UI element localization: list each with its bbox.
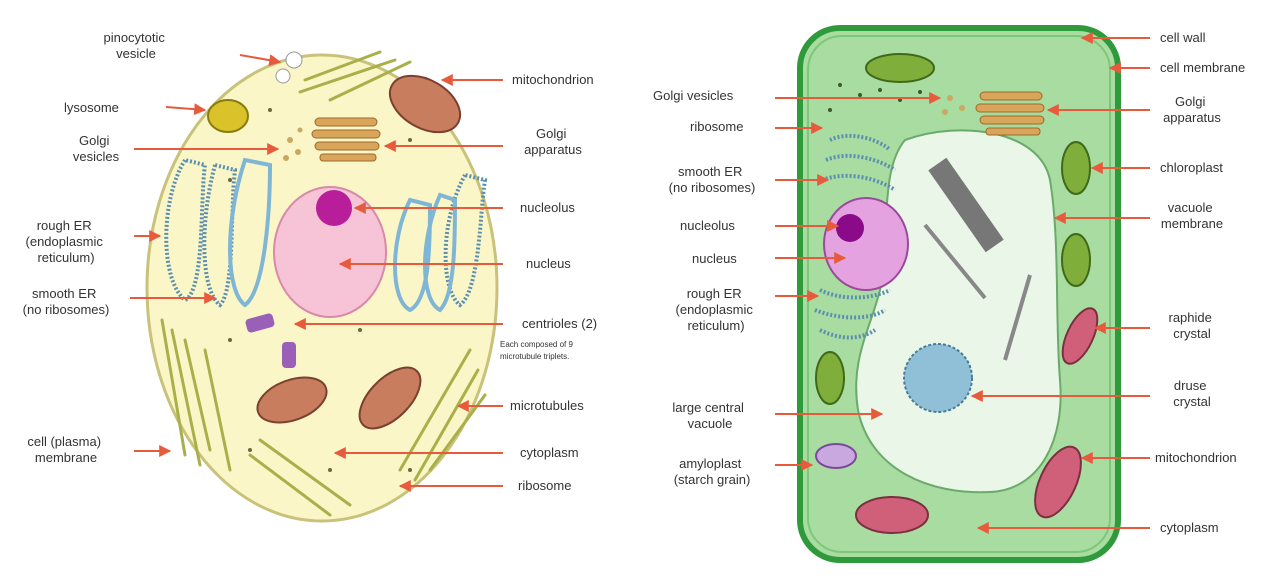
pinocytotic-vesicle (286, 52, 302, 68)
label-plant-rough-er: rough ER (endoplasmic reticulum) (676, 286, 757, 333)
label-plant-nucleus: nucleus (692, 251, 737, 266)
label-cell-wall: cell wall (1160, 30, 1206, 45)
label-centrioles: centrioles (2) (522, 316, 597, 331)
label-animal-golgi-vesicles: Golgi vesicles (73, 133, 120, 164)
label-animal-cytoplasm: cytoplasm (520, 445, 579, 460)
label-animal-ribosome: ribosome (518, 478, 571, 493)
label-plant-golgi-vesicles: Golgi vesicles (653, 88, 734, 103)
label-plant-mitochondrion: mitochondrion (1155, 450, 1237, 465)
druse-crystal (904, 344, 972, 412)
label-animal-rough-er: rough ER (endoplasmic reticulum) (26, 218, 107, 265)
label-animal-golgi-apparatus: Golgi apparatus (524, 126, 582, 157)
label-plant-smooth-er: smooth ER (no ribosomes) (669, 164, 756, 195)
plant-nucleolus (836, 214, 864, 242)
animal-nucleolus (316, 190, 352, 226)
label-vacuole-membrane: vacuole membrane (1161, 200, 1223, 231)
label-pinocytotic-vesicle: pinocytotic vesicle (103, 30, 168, 61)
label-lysosome: lysosome (64, 100, 119, 115)
label-animal-nucleolus: nucleolus (520, 200, 575, 215)
label-plant-cell-membrane: cell membrane (1160, 60, 1245, 75)
label-druse-crystal: druse crystal (1173, 378, 1211, 409)
animal-cell (147, 52, 497, 521)
label-amyloplast: amyloplast (starch grain) (674, 456, 751, 487)
label-raphide-crystal: raphide crystal (1169, 310, 1216, 341)
label-animal-nucleus: nucleus (526, 256, 571, 271)
label-plant-cytoplasm: cytoplasm (1160, 520, 1219, 535)
label-large-central-vacuole: large central vacuole (672, 400, 747, 431)
label-plant-nucleolus: nucleolus (680, 218, 735, 233)
label-chloroplast: chloroplast (1160, 160, 1223, 175)
label-animal-smooth-er: smooth ER (no ribosomes) (23, 286, 110, 317)
label-plant-golgi-apparatus: Golgi apparatus (1163, 94, 1221, 125)
lysosome (208, 100, 248, 132)
label-microtubules: microtubules (510, 398, 584, 413)
plant-cell (800, 28, 1118, 560)
label-animal-cell-membrane: cell (plasma) membrane (27, 434, 104, 465)
plant-nucleus (824, 198, 908, 290)
amyloplast (816, 444, 856, 468)
label-centrioles-note: Each composed of 9 microtubule triplets. (500, 340, 575, 361)
label-plant-ribosome: ribosome (690, 119, 743, 134)
label-animal-mitochondrion: mitochondrion (512, 72, 594, 87)
